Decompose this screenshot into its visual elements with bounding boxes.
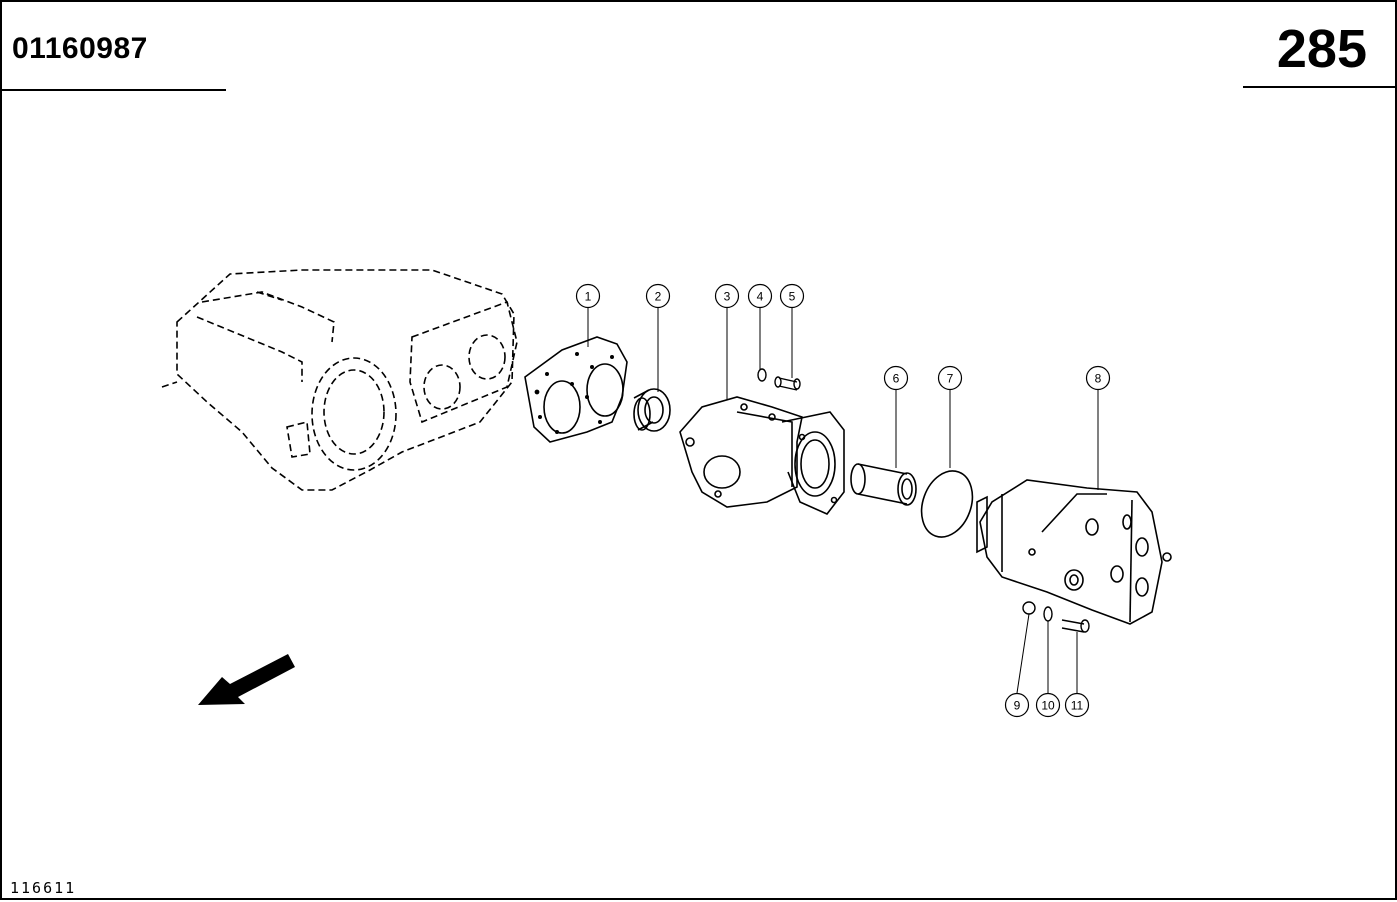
callout-6: 6 xyxy=(883,365,909,391)
callout-8: 8 xyxy=(1085,365,1111,391)
svg-text:10: 10 xyxy=(1041,699,1055,713)
svg-text:5: 5 xyxy=(789,290,796,304)
washer-part-10 xyxy=(1043,606,1053,622)
page-number-underline xyxy=(1243,86,1395,88)
callout-9: 9 xyxy=(1004,692,1030,718)
svg-text:1: 1 xyxy=(585,290,592,304)
part-number: 01160987 xyxy=(12,32,148,65)
callout-3: 3 xyxy=(714,283,740,309)
bearing-part xyxy=(633,388,671,432)
adapter-housing-part xyxy=(679,396,845,515)
callout-7: 7 xyxy=(937,365,963,391)
hydraulic-pump-part xyxy=(976,479,1172,625)
svg-text:3: 3 xyxy=(724,290,731,304)
gearbox-housing-phantom xyxy=(161,269,518,491)
svg-text:2: 2 xyxy=(655,290,662,304)
svg-text:6: 6 xyxy=(893,372,900,386)
callout-2: 2 xyxy=(645,283,671,309)
o-ring-part xyxy=(920,470,974,538)
svg-text:8: 8 xyxy=(1095,372,1102,386)
gasket-part xyxy=(524,336,628,443)
svg-text:4: 4 xyxy=(757,290,764,304)
svg-text:9: 9 xyxy=(1014,699,1021,713)
callout-4: 4 xyxy=(747,283,773,309)
direction-arrow-icon xyxy=(198,654,295,705)
callout-5: 5 xyxy=(779,283,805,309)
callout-leaders xyxy=(587,308,1099,694)
svg-text:11: 11 xyxy=(1071,699,1084,713)
washer-part-9 xyxy=(1022,601,1036,615)
svg-text:7: 7 xyxy=(947,372,954,386)
callout-11: 11 xyxy=(1064,692,1090,718)
part-number-underline xyxy=(2,89,226,91)
page-number: 285 xyxy=(1276,19,1367,79)
bolt-part-11 xyxy=(1061,619,1090,633)
drawing-code: 116611 xyxy=(10,879,77,897)
sleeve-part xyxy=(850,463,917,506)
callout-10: 10 xyxy=(1035,692,1061,718)
bolt-part-5 xyxy=(774,376,801,391)
washer-part-4 xyxy=(757,368,767,382)
callout-1: 1 xyxy=(575,283,601,309)
